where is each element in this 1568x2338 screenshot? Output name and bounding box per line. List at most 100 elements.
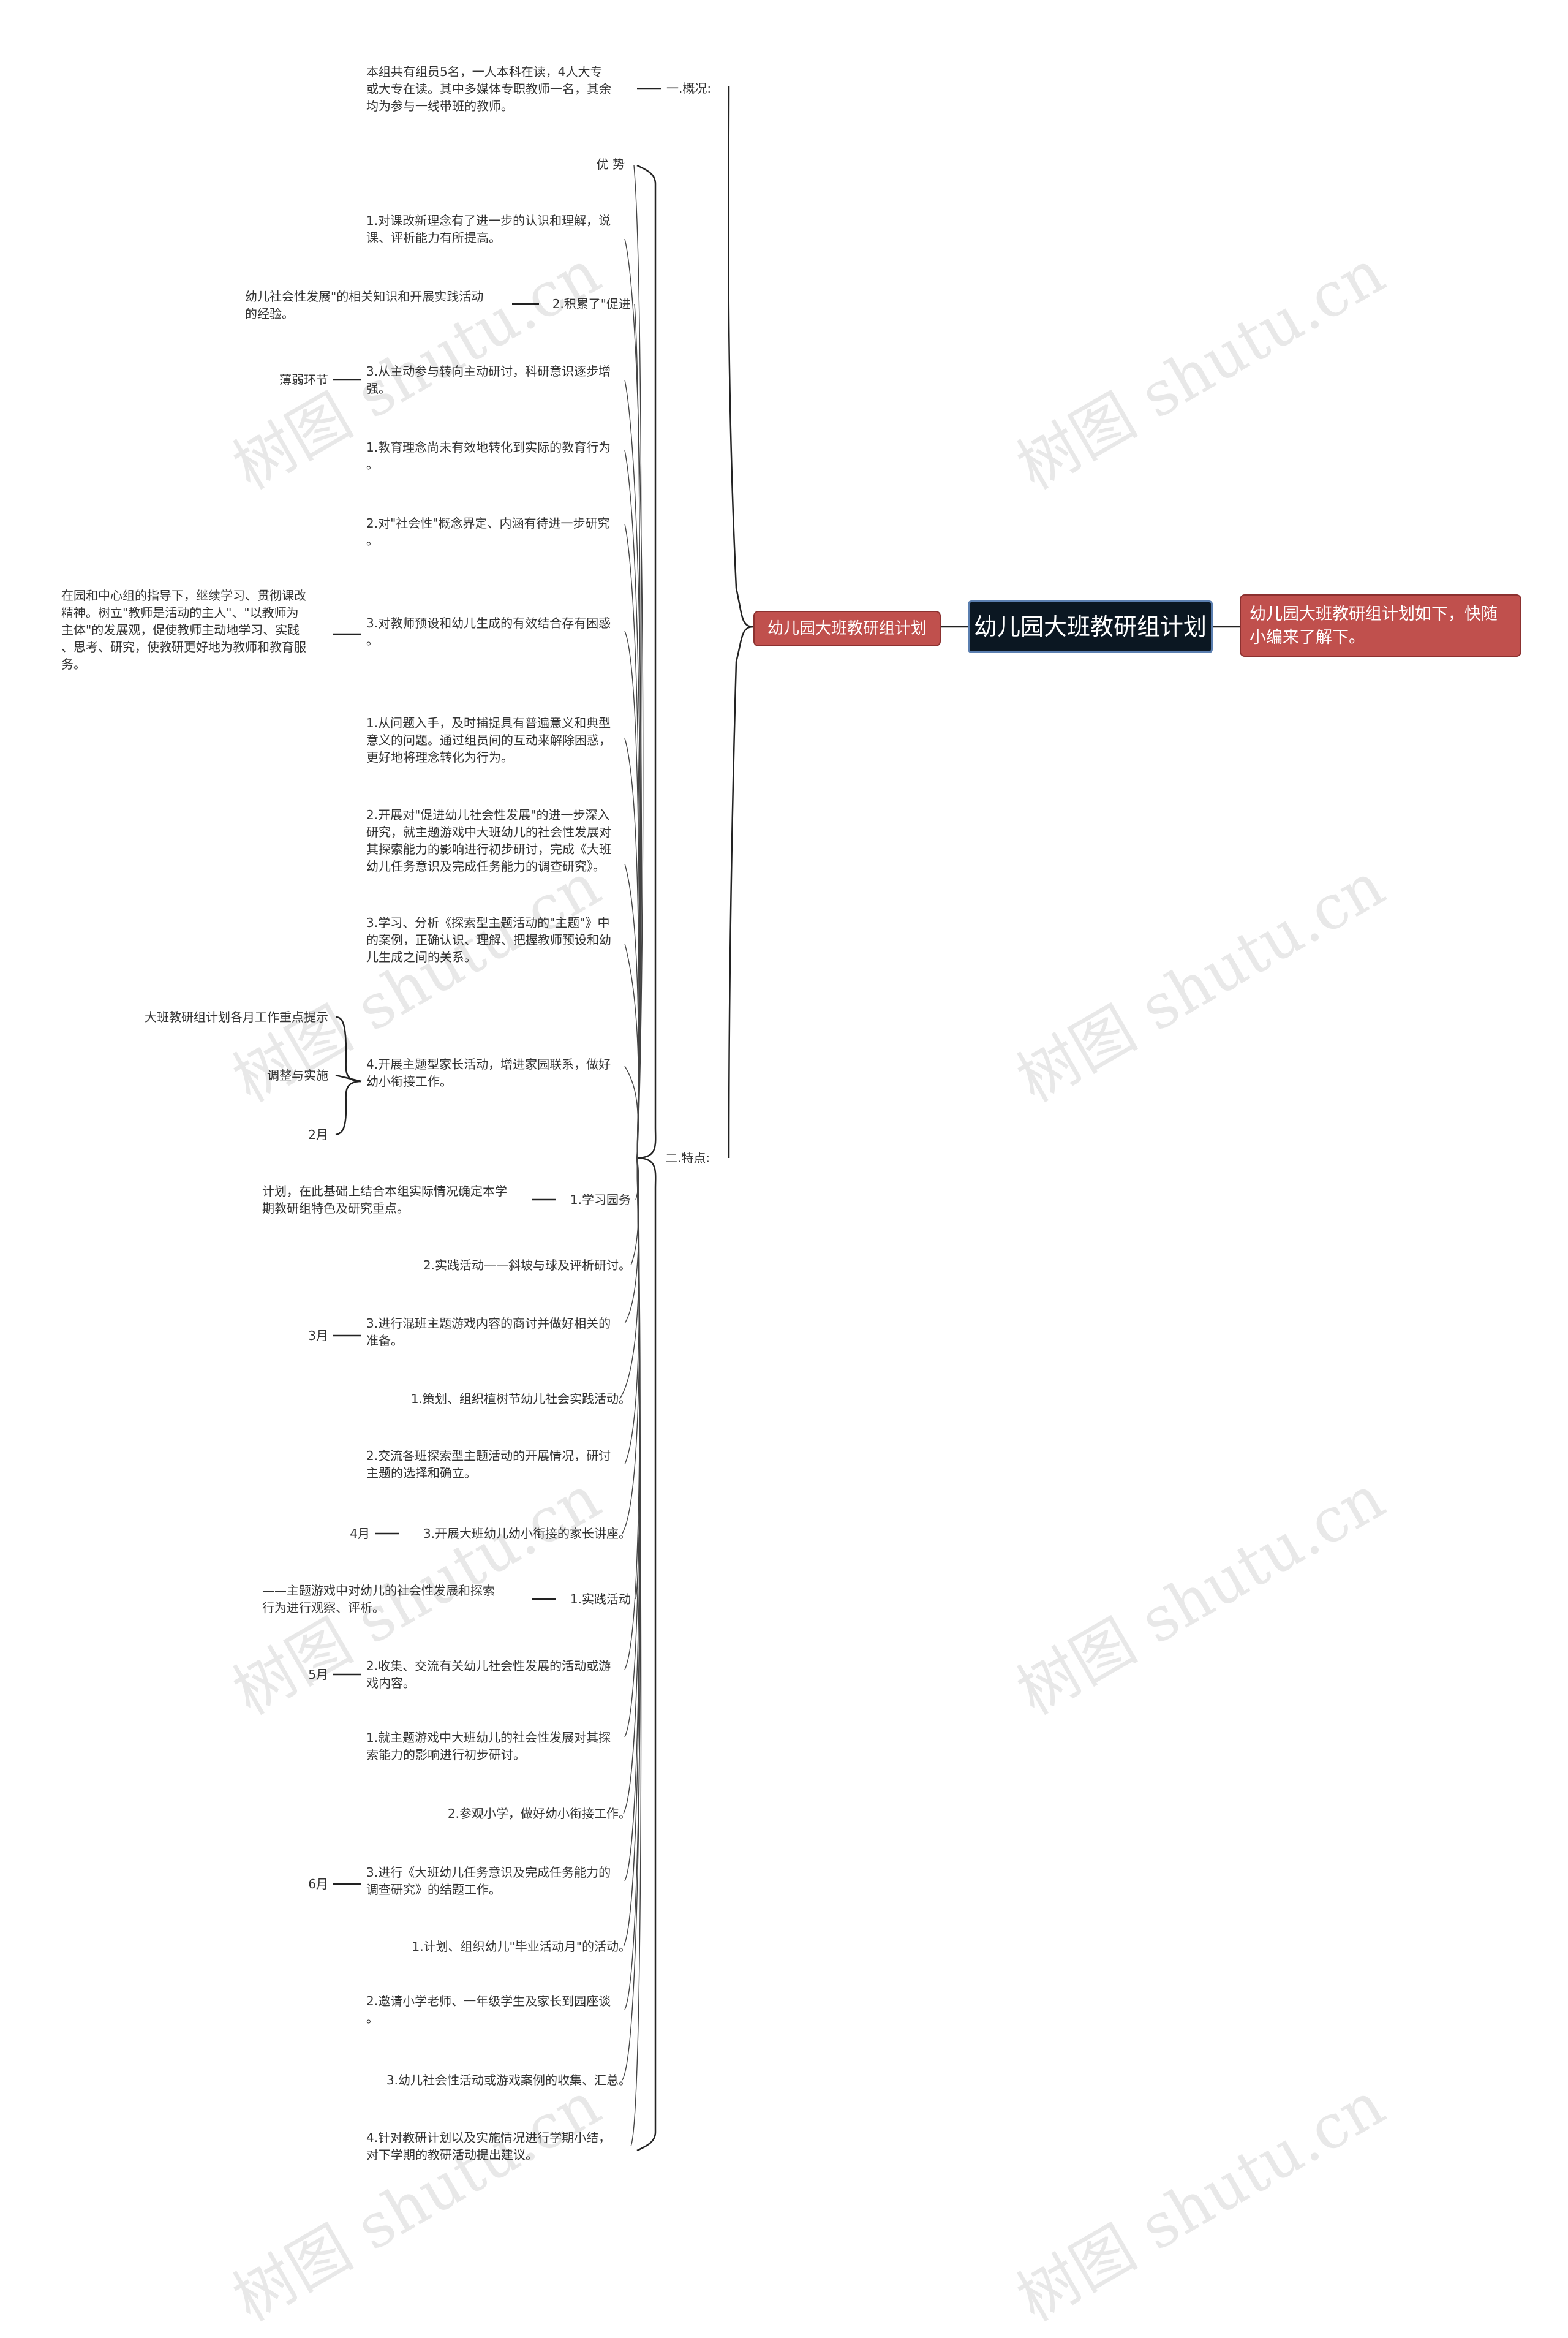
node-text-line: 。 xyxy=(366,457,379,472)
mindmap-node-n12a[interactable]: 计划，在此基础上结合本组实际情况确定本学期教研组特色及研究重点。 xyxy=(262,1182,507,1217)
node-text-line: 准备。 xyxy=(366,1333,403,1348)
node-text-line: 调查研究》的结题工作。 xyxy=(366,1882,501,1897)
mindmap-node-n10[interactable]: 3.学习、分析《探索型主题活动的"主题"》中的案例，正确认识、理解、把握教师预设… xyxy=(366,914,611,966)
mindmap-node-n09[interactable]: 2.开展对"促进幼儿社会性发展"的进一步深入研究，就主题游戏中大班幼儿的社会性发… xyxy=(366,806,611,875)
mindmap-node-n25[interactable]: 3.幼儿社会性活动或游戏案例的收集、汇总。 xyxy=(386,2071,631,2089)
mindmap-node-n07a[interactable]: 在园和中心组的指导下，继续学习、贯彻课改精神。树立"教师是活动的主人"、"以教师… xyxy=(61,587,306,673)
text-line: 或大专在读。其中多媒体专职教师一名，其余 xyxy=(366,81,611,96)
mindmap-node-n15[interactable]: 1.策划、组织植树节幼儿社会实践活动。 xyxy=(411,1390,631,1407)
node-text-line: 课、评析能力有所提高。 xyxy=(366,230,501,245)
node-text-line: 调整与实施 xyxy=(267,1068,328,1083)
mindmap-node-n13[interactable]: 2.实践活动——斜坡与球及评析研讨。 xyxy=(423,1257,631,1274)
mindmap-node-n14a[interactable]: 3月 xyxy=(308,1327,328,1344)
node-text-line: 务。 xyxy=(61,657,86,672)
node-text-line: 1.就主题游戏中大班幼儿的社会性发展对其探 xyxy=(366,1730,611,1745)
node-text-line: 2.邀请小学老师、一年级学生及家长到园座谈 xyxy=(366,1994,611,2008)
mindmap-node-n12[interactable]: 1.学习园务 xyxy=(570,1191,631,1208)
mindmap-node-n18a[interactable]: ——主题游戏中对幼儿的社会性发展和探索行为进行观察、评析。 xyxy=(262,1582,495,1616)
node-text-line: 4.针对教研计划以及实施情况进行学期小结， xyxy=(366,2130,611,2145)
node-text-line: 3月 xyxy=(308,1328,328,1343)
root-node[interactable]: 幼儿园大班教研组计划 xyxy=(968,600,1213,653)
node-text-line: 3.进行《大班幼儿任务意识及完成任务能力的 xyxy=(366,1865,611,1880)
node-text-line: 、思考、研究，使教研更好地为教师和教育服 xyxy=(61,640,306,654)
mindmap-node-n11c[interactable]: 2月 xyxy=(308,1126,328,1143)
mindmap-node-n21[interactable]: 2.参观小学，做好幼小衔接工作。 xyxy=(448,1805,631,1822)
mindmap-node-n18[interactable]: 1.实践活动 xyxy=(570,1591,631,1608)
mindmap-node-n11a[interactable]: 大班教研组计划各月工作重点提示 xyxy=(145,1008,328,1026)
node-text-line: 1.策划、组织植树节幼儿社会实践活动。 xyxy=(410,1391,631,1406)
node-text-line: 1.实践活动 xyxy=(570,1592,631,1606)
node-text-line: 1.教育理念尚未有效地转化到实际的教育行为 xyxy=(366,440,611,455)
mindmap-node-n22[interactable]: 3.进行《大班幼儿任务意识及完成任务能力的调查研究》的结题工作。 xyxy=(366,1864,611,1898)
mindmap-node-n01[interactable]: 优 势 xyxy=(597,156,625,173)
mindmap-node-n07[interactable]: 3.对教师预设和幼儿生成的有效结合存有困惑。 xyxy=(366,615,611,649)
node-text-line: 幼儿社会性发展"的相关知识和开展实践活动 xyxy=(245,289,484,304)
overview-text[interactable]: 本组共有组员5名，一人本科在读，4人大专 或大专在读。其中多媒体专职教师一名，其… xyxy=(366,63,611,115)
node-text-line: 强。 xyxy=(366,381,391,396)
node-text-line: 4.开展主题型家长活动，增进家园联系，做好 xyxy=(366,1057,611,1072)
summary-node[interactable]: 幼儿园大班教研组计划如下，快随 小编来了解下。 xyxy=(1240,594,1521,657)
mindmap-node-n03a[interactable]: 幼儿社会性发展"的相关知识和开展实践活动的经验。 xyxy=(245,288,483,322)
node-text-line: 3.对教师预设和幼儿生成的有效结合存有困惑 xyxy=(366,616,611,630)
node-text-line: 6月 xyxy=(308,1877,328,1891)
node-text-line: 索能力的影响进行初步研讨。 xyxy=(366,1747,526,1762)
summary-line: 小编来了解下。 xyxy=(1250,628,1365,647)
node-text-line: 主题的选择和确立。 xyxy=(366,1466,477,1480)
node-text-line: 的案例，正确认识、理解、把握教师预设和幼 xyxy=(366,933,611,947)
mindmap-node-n20[interactable]: 1.就主题游戏中大班幼儿的社会性发展对其探索能力的影响进行初步研讨。 xyxy=(366,1729,611,1763)
mindmap-node-n04[interactable]: 3.从主动参与转向主动研讨，科研意识逐步增强。 xyxy=(366,363,611,397)
node-text-line: 主体"的发展观，促使教师主动地学习、实践 xyxy=(61,622,300,637)
mindmap-node-n19a[interactable]: 5月 xyxy=(308,1666,328,1683)
overview-label[interactable]: 一.概况: xyxy=(666,81,712,96)
node-text-line: 2.实践活动——斜坡与球及评析研讨。 xyxy=(423,1258,631,1273)
node-text-line: 优 势 xyxy=(596,157,625,172)
summary-line: 幼儿园大班教研组计划如下，快随 xyxy=(1250,605,1498,624)
mindmap-node-n24[interactable]: 2.邀请小学老师、一年级学生及家长到园座谈。 xyxy=(366,1992,611,2027)
node-text-line: 2.开展对"促进幼儿社会性发展"的进一步深入 xyxy=(366,808,610,822)
node-text-line: 4月 xyxy=(350,1526,370,1541)
node-text-line: 3.从主动参与转向主动研讨，科研意识逐步增 xyxy=(366,364,611,379)
node-text-line: 。 xyxy=(366,2011,379,2026)
text-line: 本组共有组员5名，一人本科在读，4人大专 xyxy=(366,64,603,79)
node-text-line: ——主题游戏中对幼儿的社会性发展和探索 xyxy=(262,1583,495,1598)
mindmap-node-n08[interactable]: 1.从问题入手，及时捕捉具有普遍意义和典型意义的问题。通过组员间的互动来解除困惑… xyxy=(366,714,611,766)
node-text-line: 2.积累了"促进 xyxy=(552,297,631,311)
mindmap-node-n05[interactable]: 1.教育理念尚未有效地转化到实际的教育行为。 xyxy=(366,439,611,473)
node-text-line: 1.从问题入手，及时捕捉具有普遍意义和典型 xyxy=(366,716,611,730)
node-text-line: 的经验。 xyxy=(245,306,294,321)
mindmap-node-n22a[interactable]: 6月 xyxy=(308,1875,328,1893)
node-text-line: 1.学习园务 xyxy=(570,1192,631,1207)
node-text-line: 薄弱环节 xyxy=(279,373,328,387)
mindmap-node-n03[interactable]: 2.积累了"促进 xyxy=(552,295,631,312)
node-text-line: 1.对课改新理念有了进一步的认识和理解，说 xyxy=(366,213,611,228)
mindmap-node-n11b[interactable]: 调整与实施 xyxy=(267,1067,328,1084)
node-text-line: 行为进行观察、评析。 xyxy=(262,1600,385,1615)
mindmap-node-n23[interactable]: 1.计划、组织幼儿"毕业活动月"的活动。 xyxy=(412,1938,631,1955)
node-text-line: 戏内容。 xyxy=(366,1676,415,1690)
node-text-line: 计划，在此基础上结合本组实际情况确定本学 xyxy=(262,1184,507,1198)
mindmap-node-n04a[interactable]: 薄弱环节 xyxy=(279,371,328,388)
node-text-line: 2月 xyxy=(308,1127,328,1142)
topic-node[interactable]: 幼儿园大班教研组计划 xyxy=(753,611,941,646)
mindmap-node-n06[interactable]: 2.对"社会性"概念界定、内涵有待进一步研究。 xyxy=(366,515,609,549)
node-text-line: 5月 xyxy=(308,1667,328,1682)
features-label[interactable]: 二.特点: xyxy=(665,1151,710,1165)
node-text-line: 更好地将理念转化为行为。 xyxy=(366,750,513,765)
text-line: 均为参与一线带班的教师。 xyxy=(366,99,513,113)
mindmap-node-n16[interactable]: 2.交流各班探索型主题活动的开展情况，研讨主题的选择和确立。 xyxy=(366,1447,611,1481)
node-text-line: 期教研组特色及研究重点。 xyxy=(262,1201,409,1216)
mindmap-node-n11[interactable]: 4.开展主题型家长活动，增进家园联系，做好幼小衔接工作。 xyxy=(366,1056,611,1090)
mindmap-node-n14[interactable]: 3.进行混班主题游戏内容的商讨并做好相关的准备。 xyxy=(366,1315,611,1349)
mindmap-node-n19[interactable]: 2.收集、交流有关幼儿社会性发展的活动或游戏内容。 xyxy=(366,1657,611,1692)
mindmap-node-n17a[interactable]: 4月 xyxy=(350,1525,370,1542)
node-text-line: 。 xyxy=(366,533,379,548)
mindmap-node-n02[interactable]: 1.对课改新理念有了进一步的认识和理解，说课、评析能力有所提高。 xyxy=(366,212,611,246)
connector-lines xyxy=(333,85,1240,2152)
mindmap-node-n26[interactable]: 4.针对教研计划以及实施情况进行学期小结，对下学期的教研活动提出建议。 xyxy=(366,2129,611,2163)
node-text-line: 幼儿任务意识及完成任务能力的调查研究》。 xyxy=(366,859,605,874)
node-text-line: 3.幼儿社会性活动或游戏案例的收集、汇总。 xyxy=(386,2073,631,2087)
mindmap-node-n17[interactable]: 3.开展大班幼儿幼小衔接的家长讲座。 xyxy=(423,1525,631,1542)
node-text-line: 其探索能力的影响进行初步研讨，完成《大班 xyxy=(366,842,611,857)
node-text-line: 2.对"社会性"概念界定、内涵有待进一步研究 xyxy=(366,516,610,531)
node-text-line: 儿生成之间的关系。 xyxy=(366,950,477,964)
